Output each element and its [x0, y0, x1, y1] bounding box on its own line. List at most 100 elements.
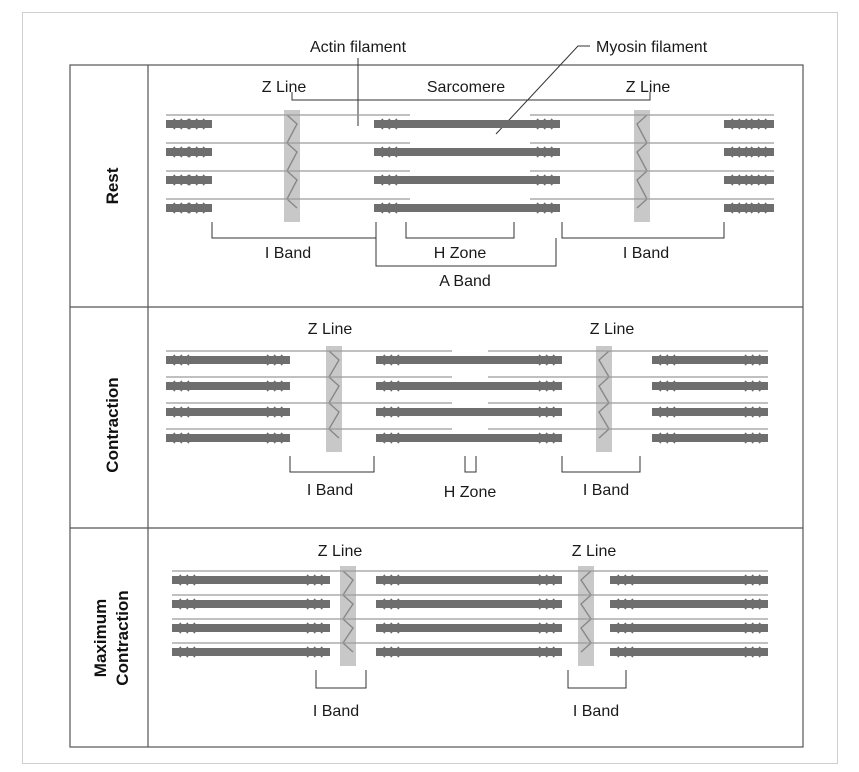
- myosin-head: [175, 174, 183, 186]
- myosin-head: [195, 202, 203, 214]
- myosin-head: [552, 598, 560, 610]
- myosin-head: [750, 118, 758, 130]
- myosin-head: [744, 646, 752, 658]
- myosin-head: [740, 118, 748, 130]
- myosin-head: [376, 146, 384, 158]
- myosin-head: [733, 174, 741, 186]
- myosin-head: [175, 118, 183, 130]
- myosin-head: [202, 146, 210, 158]
- myosin-head: [385, 574, 393, 586]
- myosin-head: [538, 432, 546, 444]
- myosin-head: [392, 622, 400, 634]
- myosin-head: [181, 574, 189, 586]
- myosin-head: [550, 202, 558, 214]
- myosin-filament: [376, 434, 562, 442]
- myosin-head: [552, 646, 560, 658]
- myosin-head: [175, 146, 183, 158]
- myosin-head: [744, 406, 752, 418]
- myosin-head: [626, 646, 634, 658]
- myosin-head: [376, 174, 384, 186]
- myosin-filament: [610, 648, 768, 656]
- myosin-head: [668, 406, 676, 418]
- z-disc: [284, 110, 300, 222]
- myosin-head: [538, 622, 546, 634]
- myosin-filament: [172, 648, 330, 656]
- myosin-head: [168, 146, 176, 158]
- myosin-head: [545, 622, 553, 634]
- myosin-head: [733, 146, 741, 158]
- myosin-head: [661, 380, 669, 392]
- myosin-head: [538, 598, 546, 610]
- myosin-filament: [166, 408, 290, 416]
- myosin-head: [266, 380, 274, 392]
- myosin-head: [751, 354, 759, 366]
- myosin-head: [545, 406, 553, 418]
- myosin-pointer-line: [495, 45, 590, 135]
- row-title-contraction-2: Contraction: [113, 590, 132, 685]
- myosin-head: [306, 646, 314, 658]
- rest-i-band-right-bracket: [561, 222, 725, 239]
- myosin-head: [751, 646, 759, 658]
- myosin-head: [726, 174, 734, 186]
- myosin-head: [383, 202, 391, 214]
- myosin-head: [619, 646, 627, 658]
- myosin-head: [536, 118, 544, 130]
- myosin-filament: [166, 434, 290, 442]
- myosin-head: [552, 432, 560, 444]
- row-title-rest: Rest: [103, 167, 122, 204]
- myosin-head: [654, 432, 662, 444]
- table-border: [69, 64, 804, 748]
- myosin-head: [376, 202, 384, 214]
- myosin-head: [266, 354, 274, 366]
- myosin-head: [654, 380, 662, 392]
- myosin-head: [733, 202, 741, 214]
- figure-frame: [22, 12, 838, 764]
- myosin-head: [168, 354, 176, 366]
- rest-z-line-left: Z Line: [262, 79, 307, 96]
- myosin-filament: [376, 600, 562, 608]
- contraction-sarcomere-drawing: [166, 346, 768, 452]
- myosin-head: [626, 598, 634, 610]
- myosin-head: [654, 406, 662, 418]
- z-disc: [634, 110, 650, 222]
- myosin-head: [757, 202, 765, 214]
- myosin-head: [174, 622, 182, 634]
- myosin-filament: [724, 148, 774, 156]
- myosin-head: [543, 118, 551, 130]
- myosin-filament: [610, 576, 768, 584]
- myosin-head: [385, 646, 393, 658]
- myosin-head: [378, 380, 386, 392]
- myosin-head: [543, 202, 551, 214]
- myosin-head: [764, 146, 772, 158]
- myosin-head: [392, 598, 400, 610]
- myosin-head: [202, 202, 210, 214]
- myosin-head: [383, 118, 391, 130]
- myosin-head: [168, 174, 176, 186]
- max-i-band-right: I Band: [573, 703, 619, 720]
- myosin-head: [668, 354, 676, 366]
- myosin-head: [612, 622, 620, 634]
- myosin-head: [188, 574, 196, 586]
- myosin-head: [168, 380, 176, 392]
- myosin-head: [306, 622, 314, 634]
- myosin-head: [550, 174, 558, 186]
- myosin-head: [174, 646, 182, 658]
- myosin-filament: [376, 408, 562, 416]
- myosin-head: [168, 432, 176, 444]
- myosin-head: [733, 118, 741, 130]
- myosin-head: [188, 598, 196, 610]
- actin-filament-label: Actin filament: [310, 39, 407, 56]
- z-line: [580, 570, 592, 653]
- myosin-head: [764, 174, 772, 186]
- myosin-head: [744, 354, 752, 366]
- contraction-i-band-right: I Band: [583, 482, 629, 499]
- myosin-head: [182, 174, 190, 186]
- myosin-head: [536, 146, 544, 158]
- myosin-head: [320, 622, 328, 634]
- myosin-head: [320, 646, 328, 658]
- myosin-head: [181, 622, 189, 634]
- myosin-head: [661, 354, 669, 366]
- rest-i-band-right: I Band: [623, 245, 669, 262]
- myosin-head: [313, 598, 321, 610]
- myosin-filament: [374, 204, 560, 212]
